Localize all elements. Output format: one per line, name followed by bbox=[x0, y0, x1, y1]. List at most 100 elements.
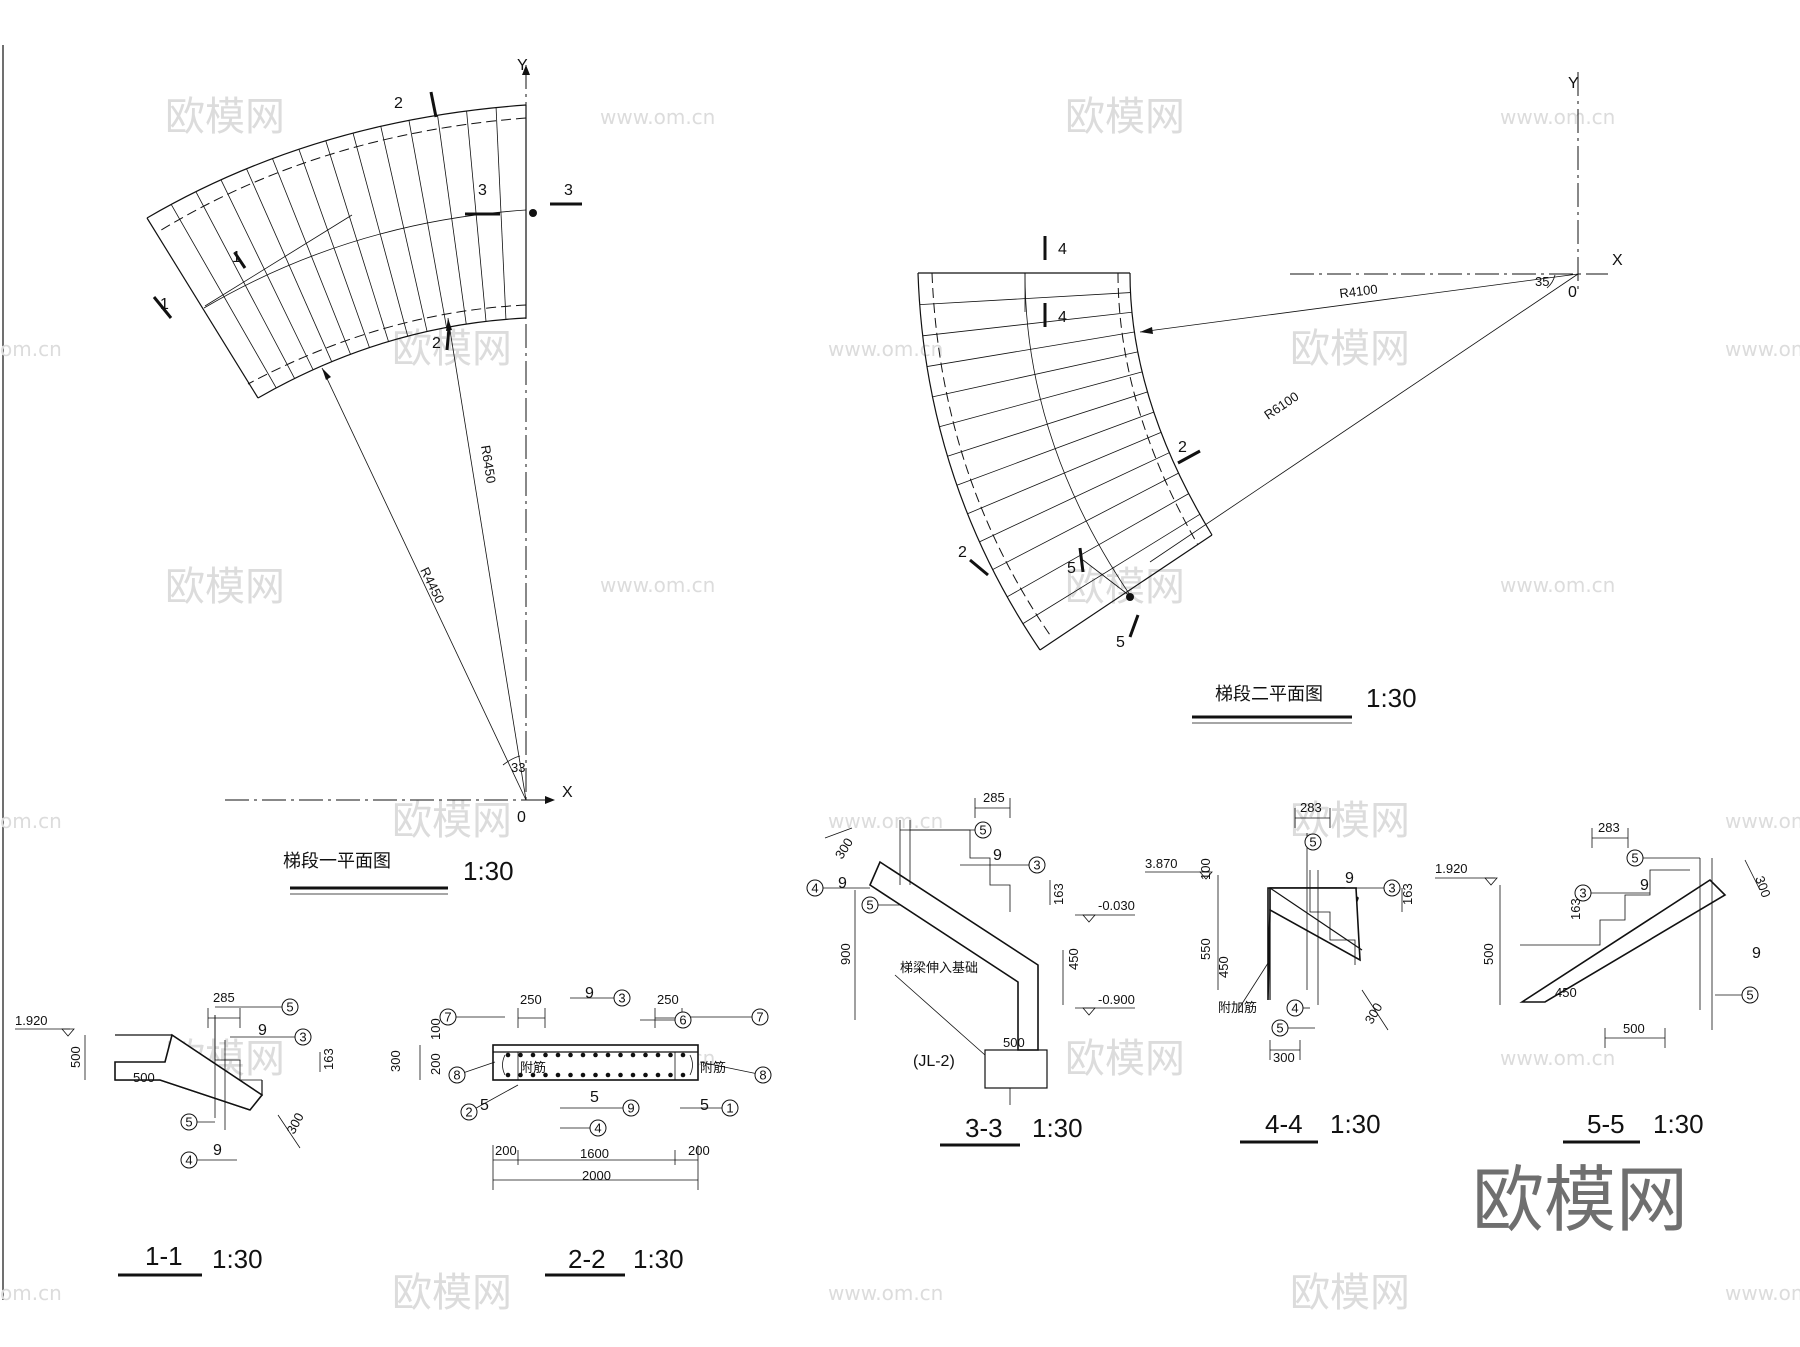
arrow-icon bbox=[446, 318, 452, 331]
rebar-dot bbox=[530, 1072, 536, 1078]
tread-line bbox=[466, 110, 487, 322]
rebar-dot bbox=[518, 1052, 523, 1058]
axis-x-label: X bbox=[562, 784, 573, 801]
radius-line-outer bbox=[1149, 273, 1579, 563]
rebar-number: 4 bbox=[185, 1153, 192, 1168]
leader-line bbox=[468, 1084, 519, 1113]
radius-line-inner bbox=[1139, 273, 1579, 333]
dim-250: 250 bbox=[657, 992, 679, 1007]
rebar-mark: 9 bbox=[993, 847, 1002, 864]
rebar-number-bubble bbox=[1574, 884, 1592, 902]
rebar-number-bubble bbox=[1271, 1019, 1289, 1037]
rebar-dot bbox=[618, 1052, 623, 1058]
flight-inner-edge bbox=[257, 317, 527, 399]
tread-line bbox=[246, 168, 333, 362]
watermark-url: om.cn bbox=[0, 1281, 62, 1305]
rebar-number: 5 bbox=[866, 898, 873, 913]
rebar-number-bubble bbox=[1741, 986, 1759, 1004]
elevation-label: 1.920 bbox=[1435, 861, 1468, 876]
dim-line bbox=[824, 827, 853, 839]
brand-logo-text: 欧模网 bbox=[1472, 1158, 1688, 1242]
axis-y-label: Y bbox=[1568, 75, 1579, 92]
watermark-url: www.om.cn bbox=[828, 809, 943, 833]
watermark-cn: 欧模网 bbox=[1290, 326, 1410, 372]
tread-line bbox=[437, 115, 467, 325]
rebar-dot bbox=[568, 1072, 573, 1078]
tread-line bbox=[495, 107, 507, 320]
view-scale: 1:30 bbox=[463, 856, 514, 886]
rebar-number: 3 bbox=[299, 1030, 306, 1045]
tread-line bbox=[325, 140, 389, 342]
rebar-mark: 9 bbox=[1345, 870, 1354, 887]
watermark-cn: 欧模网 bbox=[165, 94, 285, 140]
origin-label: 0 bbox=[1568, 284, 1577, 301]
dim-285: 285 bbox=[983, 790, 1005, 805]
dim-500-vertical: 500 bbox=[68, 1046, 83, 1068]
tread-line bbox=[195, 191, 295, 379]
watermark-url: www.om.cn bbox=[1725, 809, 1800, 833]
axis-y-label: Y bbox=[517, 57, 528, 74]
view-title: 梯段二平面图 bbox=[1215, 684, 1323, 705]
tread-line bbox=[380, 126, 428, 332]
watermark-url: www.om.cn bbox=[1725, 337, 1800, 361]
outer-dashed-line bbox=[931, 272, 1051, 636]
dim-163: 163 bbox=[1051, 883, 1066, 905]
elevation-label: 1.920 bbox=[15, 1013, 48, 1028]
section-2-2: 250 250 300 100 200 附筋 附筋 200 1600 200 2… bbox=[388, 985, 772, 1277]
dim-100: 100 bbox=[1198, 858, 1213, 880]
view-title: 2-2 bbox=[568, 1244, 606, 1274]
slab-section bbox=[1519, 878, 1727, 1003]
plan1-treads bbox=[170, 107, 507, 389]
rebar-number: 8 bbox=[453, 1068, 460, 1083]
rebar-number-bubble bbox=[1626, 849, 1644, 867]
x-arrow-icon bbox=[545, 796, 555, 804]
rebar-number-bubble bbox=[1383, 879, 1401, 897]
dim-283: 283 bbox=[1300, 800, 1322, 815]
cut-mark-1 bbox=[233, 252, 247, 269]
radius-line-outer bbox=[447, 317, 527, 801]
radius-outer-label: R6100 bbox=[1261, 389, 1301, 423]
rebar-number: 5 bbox=[1631, 851, 1638, 866]
dim-285: 285 bbox=[213, 990, 235, 1005]
rebar-dot bbox=[518, 1072, 523, 1078]
rebar-number-bubble bbox=[751, 1008, 769, 1026]
arrow-icon bbox=[1140, 327, 1153, 334]
start-dot bbox=[1126, 593, 1134, 601]
tread-line bbox=[220, 179, 314, 370]
view-scale: 1:30 bbox=[1653, 1109, 1704, 1139]
watermark-cn: 欧模网 bbox=[1065, 1036, 1185, 1082]
cut-mark-1 bbox=[152, 296, 173, 319]
rebar-number: 3 bbox=[1033, 858, 1040, 873]
tread-line bbox=[947, 391, 1148, 457]
rebar-number-bubble bbox=[439, 1008, 457, 1026]
view-scale: 1:30 bbox=[1032, 1113, 1083, 1143]
cut-mark-2 bbox=[1177, 449, 1201, 465]
dim-450: 450 bbox=[1066, 948, 1081, 970]
dim-200: 200 bbox=[688, 1143, 710, 1158]
elevation-label: -0.900 bbox=[1098, 992, 1135, 1007]
rebar-number: 8 bbox=[759, 1068, 766, 1083]
dim-300: 300 bbox=[1273, 1050, 1295, 1065]
rebar-number: 7 bbox=[444, 1010, 451, 1025]
step-outline bbox=[1520, 869, 1690, 946]
rebar-mark: 9 bbox=[213, 1142, 222, 1159]
watermark-url: www.om.cn bbox=[600, 573, 715, 597]
rebar-dot bbox=[680, 1052, 686, 1058]
flight-inner-edge bbox=[1129, 272, 1213, 536]
inner-dashed-line bbox=[1117, 272, 1199, 546]
dim-500: 500 bbox=[1623, 1021, 1645, 1036]
beam-label: (JL-2) bbox=[913, 1053, 955, 1070]
rebar-dot bbox=[555, 1072, 561, 1078]
rebar-number: 5 bbox=[1309, 835, 1316, 850]
elevation-icon bbox=[1082, 1007, 1096, 1016]
rebar-mark: 9 bbox=[585, 985, 594, 1002]
dim-500: 500 bbox=[133, 1070, 155, 1085]
cut-mark-2 bbox=[429, 91, 438, 118]
rebar-number: 7 bbox=[756, 1010, 763, 1025]
dim-283: 283 bbox=[1598, 820, 1620, 835]
dim-1600: 1600 bbox=[580, 1146, 609, 1161]
cut-mark-5 bbox=[1128, 614, 1140, 638]
rebar-number-bubble bbox=[806, 879, 824, 897]
